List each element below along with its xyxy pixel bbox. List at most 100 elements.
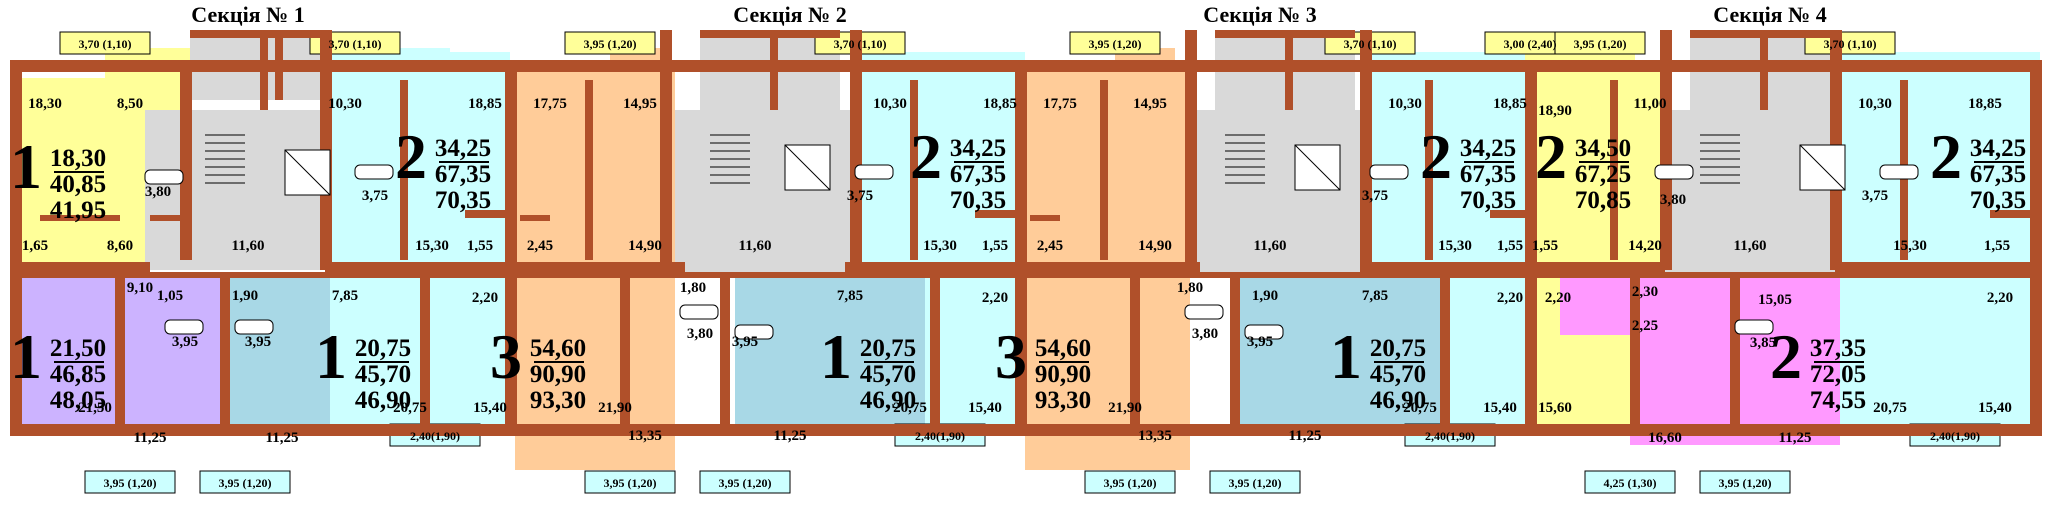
apartment-room-count: 3	[490, 321, 522, 392]
room-fill	[515, 275, 675, 470]
wall	[1610, 80, 1618, 260]
apartment-total-area: 67,25	[1575, 161, 1631, 188]
room-area: 17,75	[1043, 96, 1077, 112]
room-area: 20,75	[1403, 400, 1437, 416]
room-area: 1,55	[467, 238, 493, 254]
balcony-area: 3,95 (1,20)	[1574, 37, 1627, 51]
apartment-room-count: 2	[1535, 121, 1567, 192]
wall	[1285, 30, 1293, 110]
room-area: 1,65	[22, 238, 48, 254]
wall	[1130, 275, 1140, 435]
section-title: Секція № 4	[1713, 2, 1826, 27]
room-area: 3,80	[145, 184, 171, 200]
room-area: 13,35	[1138, 428, 1172, 444]
apartment-living-area: 20,75	[1370, 335, 1426, 362]
room-area: 14,90	[628, 238, 662, 254]
room-area: 15,30	[1438, 238, 1472, 254]
room-area: 15,30	[923, 238, 957, 254]
wall	[1525, 60, 1537, 436]
room-area: 1,90	[232, 288, 258, 304]
balcony-area: 3,95 (1,20)	[1719, 476, 1772, 490]
apartment-total-area: 46,85	[50, 361, 106, 388]
balcony	[1084, 470, 1176, 494]
balcony-area: 2,40(1,90)	[410, 429, 460, 443]
room-area: 3,95	[172, 334, 198, 350]
apartment-total-area-with-balcony: 41,95	[50, 197, 106, 224]
wall	[1360, 30, 1372, 270]
room-area: 11,60	[1254, 238, 1287, 254]
wall	[975, 210, 1025, 218]
room-area: 3,75	[1862, 188, 1888, 204]
room-fill	[225, 275, 325, 435]
room-area: 10,30	[328, 96, 362, 112]
room-area: 11,25	[1779, 430, 1812, 446]
wall	[220, 275, 230, 435]
room-fill	[515, 60, 675, 275]
room-area: 20,75	[1873, 400, 1907, 416]
room-fill	[14, 275, 124, 435]
balcony-area: 3,70 (1,10)	[79, 37, 132, 51]
wall	[2030, 60, 2042, 436]
wall	[770, 30, 778, 110]
wall	[40, 215, 120, 221]
room-area: 3,80	[687, 326, 713, 342]
bathtub	[234, 319, 274, 335]
room-area: 2,20	[472, 290, 498, 306]
apartment-total-area: 45,70	[860, 361, 916, 388]
room-area: 15,40	[1978, 400, 2012, 416]
wall	[1525, 262, 1665, 272]
bathtub	[354, 164, 394, 180]
room-area: 1,55	[1532, 238, 1558, 254]
apartment-total-area-with-balcony: 46,90	[860, 387, 916, 414]
room-area: 11,25	[266, 430, 299, 446]
wall	[150, 215, 180, 221]
apartment-living-area: 34,25	[1970, 135, 2026, 162]
apartment-total-area-with-balcony: 93,30	[530, 387, 586, 414]
wall	[1440, 275, 1450, 435]
wall	[180, 60, 192, 260]
room-area: 9,10	[127, 280, 153, 296]
room-area: 1,55	[1984, 238, 2010, 254]
room-area: 13,35	[628, 428, 662, 444]
room-area: 18,85	[1493, 96, 1527, 112]
apartment-room-count: 2	[1420, 121, 1452, 192]
apartment-room-count: 2	[1770, 321, 1802, 392]
room-area: 3,80	[1660, 192, 1686, 208]
room-area: 8,60	[107, 238, 133, 254]
room-area: 15,30	[1893, 238, 1927, 254]
room-area: 7,85	[837, 288, 863, 304]
room-area: 2,20	[1545, 290, 1571, 306]
balcony	[59, 31, 151, 55]
room-area: 1,55	[1497, 238, 1523, 254]
apartment-room-count: 1	[10, 321, 42, 392]
wall	[1990, 210, 2030, 218]
wall	[620, 275, 630, 435]
room-area: 14,90	[1138, 238, 1172, 254]
wall	[1760, 30, 1768, 110]
apartment-living-area: 54,60	[530, 335, 586, 362]
bathtub	[144, 169, 184, 185]
apartment-room-count: 1	[1330, 321, 1362, 392]
apartment-total-area: 45,70	[1370, 361, 1426, 388]
apartment-total-area: 72,05	[1810, 361, 1866, 388]
apartment-total-area: 67,35	[435, 161, 491, 188]
bathtub	[1734, 319, 1774, 335]
apartment-total-area: 40,85	[50, 171, 106, 198]
bathtub	[1879, 164, 1919, 180]
wall	[1015, 60, 1027, 436]
room-area: 1,80	[680, 280, 706, 296]
room-area: 3,80	[1192, 326, 1218, 342]
wall	[660, 30, 672, 270]
wall	[1660, 30, 1672, 270]
wall	[585, 80, 593, 260]
wall	[1360, 262, 1540, 272]
apartment-room-count: 3	[995, 321, 1027, 392]
room-area: 21,90	[598, 400, 632, 416]
wall	[520, 215, 550, 221]
room-area: 11,25	[1289, 428, 1322, 444]
room-area: 14,95	[623, 96, 657, 112]
balcony-area: 2,40(1,90)	[1425, 429, 1475, 443]
section-title: Секція № 3	[1203, 2, 1316, 27]
